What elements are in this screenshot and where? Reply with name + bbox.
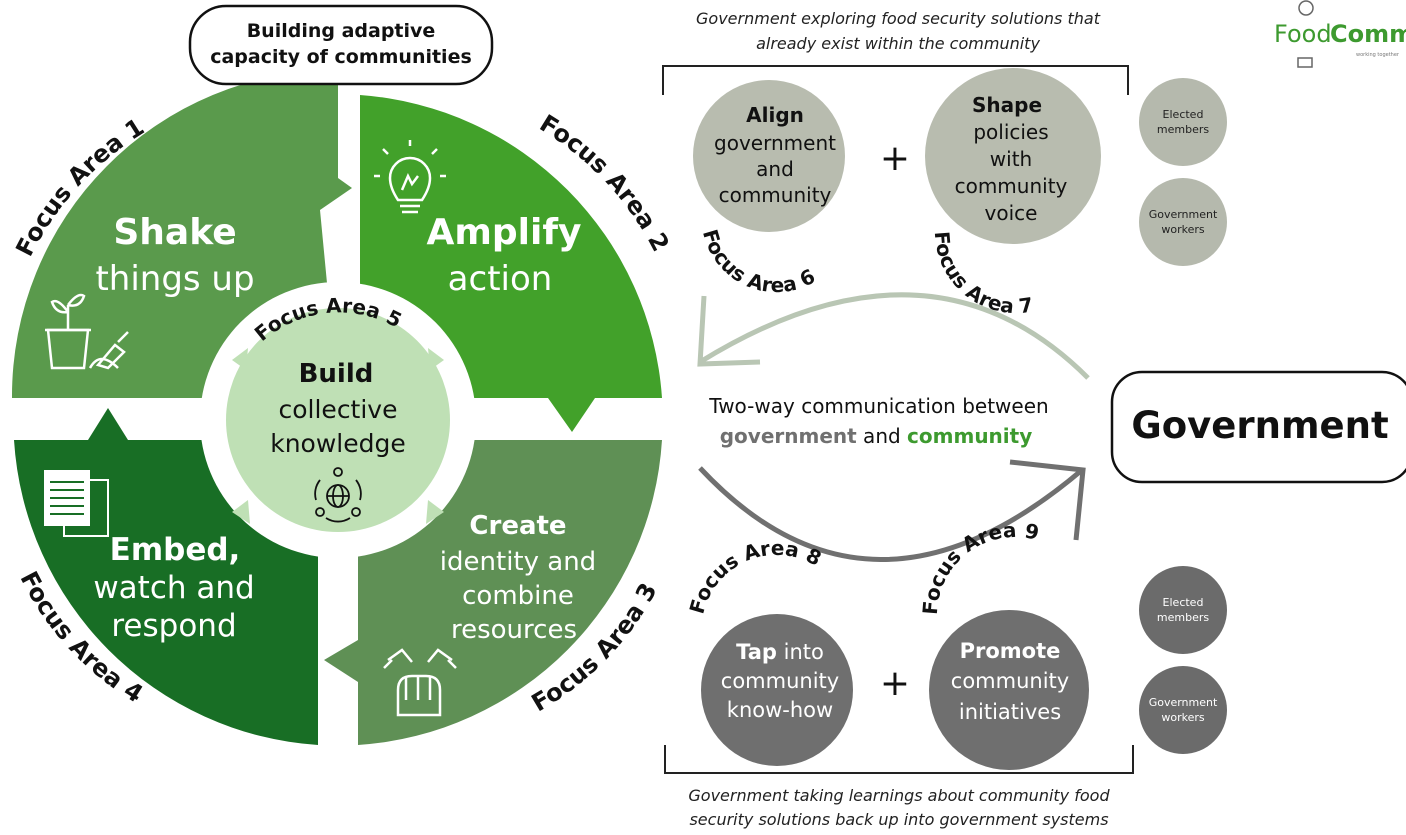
arrow-bottom-head: [1009, 459, 1086, 541]
q3-text3: resources: [451, 615, 577, 645]
top-elected-circle: [1139, 78, 1227, 166]
lightbulb-icon: [374, 140, 446, 214]
hands-together-icon: [383, 648, 457, 717]
global-network-icon: [314, 467, 362, 523]
bottom-gov-l1: Government: [1149, 696, 1218, 709]
plus-top: +: [880, 138, 910, 179]
logo-comm: Comm: [1330, 20, 1406, 48]
q4-text2: respond: [111, 608, 236, 644]
fa8-circle: [701, 614, 853, 766]
fa6-text3: community: [719, 183, 832, 207]
fa8-into: into: [777, 640, 824, 664]
logo-tagline: working together: [1356, 52, 1400, 58]
fa8-bold: Tap: [736, 640, 777, 664]
center-bold: Build: [299, 359, 374, 389]
fa7-text3: community: [955, 174, 1068, 198]
center-text1: collective: [279, 395, 398, 424]
fa8-text1: community: [721, 669, 839, 693]
top-gov-l1: Government: [1149, 208, 1218, 221]
center-text2: knowledge: [270, 429, 406, 458]
q3-bold: Create: [469, 511, 566, 541]
q2-bold: Amplify: [427, 212, 582, 253]
q4-bold: Embed,: [110, 532, 241, 568]
comm-word-and: and: [857, 424, 907, 448]
comm-word-gov: government: [720, 424, 857, 448]
top-elected-l2: members: [1157, 123, 1209, 136]
top-label-box: [188, 4, 494, 86]
top-gov-circle: [1139, 178, 1227, 266]
fa8-line1: Tap into: [736, 640, 824, 664]
fa6-text2: and: [756, 157, 794, 181]
bottom-note-line1: Government taking learnings about commun…: [688, 786, 1110, 805]
bottom-elected-circle: [1139, 566, 1227, 654]
logo-icon-top: [1298, 0, 1314, 16]
fa6-text1: government: [714, 131, 836, 155]
fa6-bold: Align: [746, 103, 804, 127]
q1-bold: Shake: [113, 212, 236, 253]
fa8-text2: know-how: [727, 698, 833, 722]
fa7-circle: [925, 68, 1101, 244]
fa6-arc: Focus Area 6: [698, 227, 819, 298]
fa9-arc: Focus Area 9: [918, 518, 1041, 616]
q3-text2: combine: [462, 581, 574, 611]
fa7-text1: policies: [973, 120, 1048, 144]
arrow-bottom-arc: [698, 466, 1084, 562]
fa9-circle: [929, 610, 1089, 770]
top-label-line2: capacity of communities: [210, 46, 472, 68]
comm-word-comm: community: [907, 424, 1032, 448]
government-label: Government: [1131, 404, 1388, 447]
plant-pot-trowel-icon: [45, 293, 129, 370]
fa6-circle: [693, 80, 845, 232]
comm-line2: government and community: [720, 424, 1033, 448]
center-pointer-tr: [428, 348, 444, 370]
bottom-elected-l2: members: [1157, 611, 1209, 624]
foodcomm-logo: Food Comm working together: [1274, 0, 1406, 68]
bottom-gov-circle: [1139, 666, 1227, 754]
center-circle: [226, 308, 450, 532]
top-label-line1: Building adaptive: [247, 20, 436, 42]
logo-icon-bottom: [1297, 57, 1313, 68]
fa8-arc: Focus Area 8: [684, 536, 825, 617]
fa9-text1: community: [951, 669, 1069, 693]
documents-icon: [44, 470, 109, 537]
fa7-text2: with: [990, 147, 1032, 171]
center-pointer-bl: [232, 500, 250, 524]
top-note-line1: Government exploring food security solut…: [696, 9, 1101, 28]
plus-bottom: +: [880, 663, 910, 704]
fa7-text4: voice: [985, 201, 1038, 225]
bottom-gov-l2: workers: [1161, 711, 1205, 724]
government-box: [1110, 370, 1406, 484]
bottom-elected-l1: Elected: [1163, 596, 1204, 609]
comm-line1: Two-way communication between: [708, 394, 1048, 418]
q2-text: action: [448, 259, 553, 299]
top-bracket: [662, 65, 1129, 95]
arrow-top-arc: [698, 292, 1090, 380]
center-pointer-tl: [232, 348, 248, 370]
fa9-text2: initiatives: [959, 700, 1061, 724]
q1-text: things up: [95, 259, 254, 299]
top-note-line2: already exist within the community: [756, 34, 1040, 53]
top-gov-l2: workers: [1161, 223, 1205, 236]
q3-text1: identity and: [440, 547, 596, 577]
arrow-top-head: [697, 295, 761, 367]
logo-food: Food: [1274, 20, 1332, 48]
center-pointer-br: [426, 500, 444, 524]
bottom-note-line2: security solutions back up into governme…: [689, 810, 1108, 829]
top-elected-l1: Elected: [1163, 108, 1204, 121]
fa9-bold: Promote: [960, 639, 1061, 663]
bottom-bracket: [664, 745, 1134, 774]
q4-text1: watch and: [93, 570, 254, 606]
fa7-bold: Shape: [972, 93, 1042, 117]
